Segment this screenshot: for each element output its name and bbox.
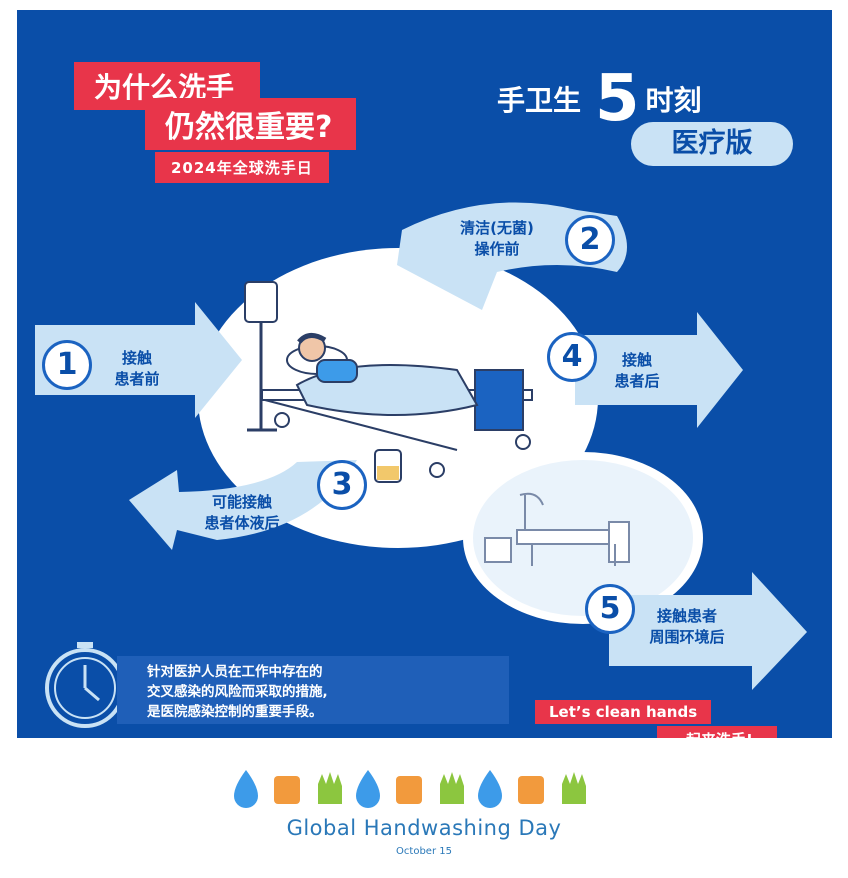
moment-4-label: 接触 患者后 <box>597 350 677 392</box>
moment-1-label: 接触 患者前 <box>97 348 177 390</box>
moment-4-line1: 接触 <box>621 351 652 369</box>
arrow-3 <box>129 460 357 550</box>
moment-5-label: 接触患者 周围环境后 <box>637 606 737 648</box>
moment-4-line2: 患者后 <box>614 372 660 390</box>
info-line1: 针对医护人员在工作中存在的 <box>147 664 323 680</box>
moment-1-number: 1 <box>42 340 92 390</box>
info-line3: 是医院感染控制的重要手段。 <box>147 704 323 720</box>
header-number: 5 <box>595 62 640 136</box>
moment-3-line1: 可能接触 <box>211 493 272 511</box>
moment-2-number: 2 <box>565 215 615 265</box>
cta-english: Let’s clean hands <box>535 700 712 724</box>
cta-chinese: 一起来洗手! <box>657 726 777 738</box>
arrow-5 <box>609 572 807 690</box>
event-tag: 2024年全球洗手日 <box>155 152 329 183</box>
arrow-1 <box>35 302 242 418</box>
moment-2-label: 清洁(无菌) 操作前 <box>437 218 557 260</box>
edition-badge: 医疗版 <box>631 122 793 166</box>
moment-1-line1: 接触 <box>121 349 152 367</box>
moment-5-number: 5 <box>585 584 635 634</box>
info-text: 针对医护人员在工作中存在的 交叉感染的风险而采取的措施, 是医院感染控制的重要手… <box>147 662 328 722</box>
moment-3-line2: 患者体液后 <box>204 514 280 532</box>
footer-title: Global Handwashing Day <box>286 816 562 840</box>
moment-3-number: 3 <box>317 460 367 510</box>
title-line-2: 仍然很重要? <box>145 98 357 150</box>
header-suffix: 时刻 <box>645 84 702 117</box>
header-prefix: 手卫生 <box>497 84 582 117</box>
arrow-4 <box>575 312 743 428</box>
stopwatch-icon <box>45 642 125 728</box>
illustration <box>35 202 807 728</box>
moment-3-label: 可能接触 患者体液后 <box>182 492 302 534</box>
footer-date: October 15 <box>396 846 452 857</box>
moment-5-line2: 周围环境后 <box>649 628 725 646</box>
mascot-row-icon <box>234 770 586 808</box>
moment-4-number: 4 <box>547 332 597 382</box>
moment-5-line1: 接触患者 <box>656 607 717 625</box>
info-line2: 交叉感染的风险而采取的措施, <box>147 684 328 700</box>
info-panel <box>117 656 509 724</box>
moment-2-line2: 操作前 <box>474 240 520 258</box>
moment-2-line1: 清洁(无菌) <box>460 219 534 237</box>
moment-1-line2: 患者前 <box>114 370 160 388</box>
